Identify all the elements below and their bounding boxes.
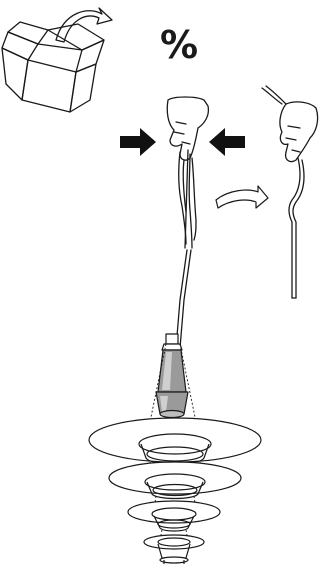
pendant-lamp-icon <box>89 334 261 564</box>
bend-arrow-icon <box>216 186 268 208</box>
unbox-curved-arrow-icon <box>56 8 112 42</box>
percent-sign-icon: % <box>160 23 198 67</box>
left-squeeze-arrow-icon <box>120 128 156 156</box>
svg-text:%: % <box>160 23 198 67</box>
open-box-icon <box>2 22 104 112</box>
right-squeeze-arrow-icon <box>209 128 245 156</box>
hand-holding-straightened-cable-icon <box>262 86 318 298</box>
